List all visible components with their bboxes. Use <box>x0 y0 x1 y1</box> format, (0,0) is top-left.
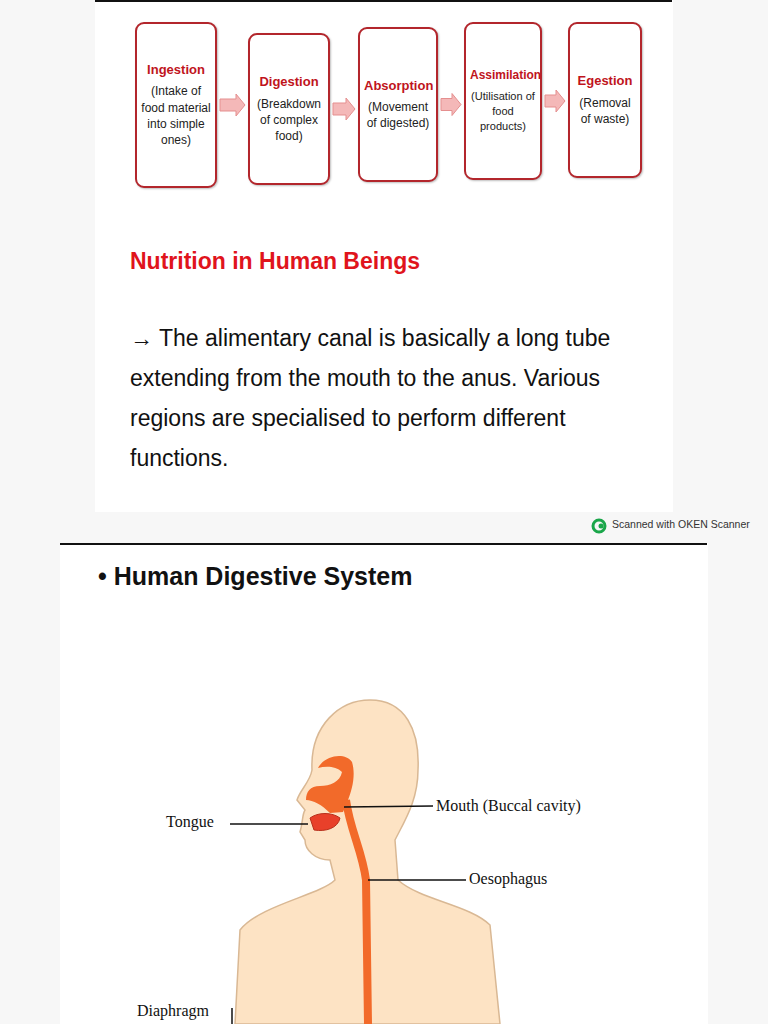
human-body <box>235 700 500 1024</box>
process-box: Assimilation (Utilisation of food product… <box>464 22 542 180</box>
section-heading: • Human Digestive System <box>98 562 412 591</box>
flow-arrow <box>545 90 565 112</box>
arrow-shape <box>545 90 565 112</box>
leader-line <box>368 879 466 881</box>
box-heading: Ingestion <box>141 62 211 78</box>
box-heading: Assimilation <box>470 68 536 82</box>
leader-line <box>344 806 433 807</box>
watermark: Scanned with OKEN Scanner <box>612 518 750 530</box>
process-box: Absorption (Movement of digested) <box>358 27 438 182</box>
flow-arrow <box>333 98 355 120</box>
arrow-shape <box>441 94 461 116</box>
scanner-icon <box>593 520 605 532</box>
process-box: Egestion (Removal of waste) <box>568 22 642 178</box>
box-body: (Intake of food material into simple one… <box>141 83 211 148</box>
rule <box>95 0 672 2</box>
process-box: Ingestion (Intake of food material into s… <box>135 22 217 188</box>
flow-arrow <box>441 94 461 116</box>
process-box: Digestion (Breakdown of complex food) <box>248 33 330 185</box>
rule <box>60 543 707 545</box>
part-label: Oesophagus <box>469 870 547 888</box>
flow-arrow <box>220 94 245 116</box>
part-label: Diaphragm <box>137 1002 209 1020</box>
leader-line <box>231 1008 233 1024</box>
box-body: (Utilisation of food products) <box>470 89 536 134</box>
box-heading: Absorption <box>364 78 432 94</box>
box-body: (Breakdown of complex food) <box>254 96 324 145</box>
arrow-shape <box>333 98 355 120</box>
scanner-icon <box>599 524 604 529</box>
part-label: Mouth (Buccal cavity) <box>436 797 581 815</box>
part-label: Tongue <box>166 813 214 831</box>
box-body: (Movement of digested) <box>364 99 432 131</box>
box-body: (Removal of waste) <box>574 95 636 127</box>
box-heading: Digestion <box>254 74 324 90</box>
paragraph: → The alimentary canal is basically a lo… <box>130 318 655 478</box>
oesophagus <box>346 800 368 1024</box>
section-heading: Nutrition in Human Beings <box>130 248 420 275</box>
box-heading: Egestion <box>574 73 636 89</box>
tongue <box>310 814 340 831</box>
leader-line <box>230 823 308 825</box>
arrow-shape <box>220 94 245 116</box>
